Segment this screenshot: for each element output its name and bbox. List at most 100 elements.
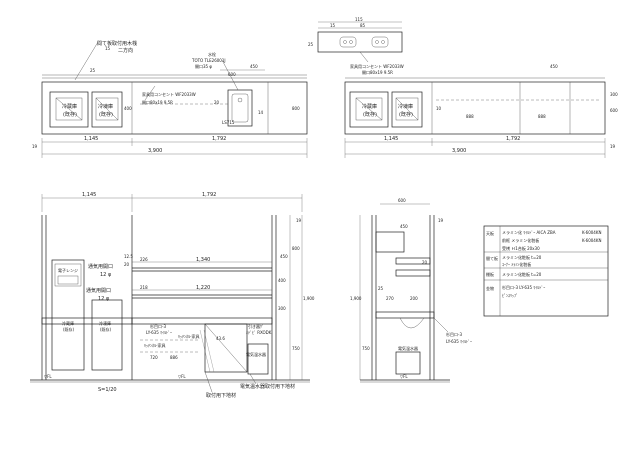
dim-15: 15 xyxy=(105,46,111,51)
dim-overall-r: 3,900 xyxy=(452,148,466,154)
dim-side-25: 25 xyxy=(378,286,384,291)
ann-base: 取付用下地材 xyxy=(206,392,236,399)
dim-front-1792: 1,792 xyxy=(202,192,216,198)
ann-panel-side-sub: LY-635 ﾏｲﾙﾄﾞｰ xyxy=(446,339,472,344)
ann-frame: 間て板取付用木桟 xyxy=(97,40,137,47)
ann-outlet: 家具用コンセント WF2033W xyxy=(142,91,196,97)
dim-overall: 3,900 xyxy=(148,148,162,154)
dim-886: 886 xyxy=(170,355,178,360)
ann-vent2-sub: 12 φ xyxy=(98,296,110,302)
ann-opening: 開口80x19 9.5R xyxy=(142,99,173,105)
spec-table: 天板 メラミン化 ﾏｲﾙﾄﾞｰ AICA ZBA K-6004KN 前框 メラミ… xyxy=(483,225,609,317)
side-elevation: 600 450 1,900 750 270 200 25 20 19 電気温水器… xyxy=(350,198,472,383)
ann-vent1: 通気用開口 xyxy=(88,263,113,270)
label-freezer-sub-r: (既存) xyxy=(399,111,413,118)
label-heater-side: 電気温水器 xyxy=(398,345,418,351)
spec-line-0-1: 前框 メラミン化粧板 xyxy=(502,237,539,243)
ann-panel-side: 杉目ロ-3 xyxy=(446,331,462,337)
outlet-detail: 115 15 85 25 家具用コンセント WF2033W 開口80x19 9.… xyxy=(308,17,404,75)
dim-15-detail: 15 xyxy=(330,23,336,28)
dim-888a: 888 xyxy=(466,114,474,119)
ann-faucet-model: TOTO TLE26001J xyxy=(191,58,226,63)
spec-line-2-0: メラミン化粧板 t=20 xyxy=(502,271,542,277)
dim-front-300: 300 xyxy=(278,306,286,311)
front-elevation: 1,145 1,792 電子レンジ 冷蔵庫 (既存) 冷凍庫 (既存) 電気温水… xyxy=(30,192,315,399)
ann-frame-sub: 二方向 xyxy=(118,47,133,54)
dim-side-20: 20 xyxy=(422,260,428,265)
spec-part-2: 棚板 xyxy=(486,271,494,277)
label-scale: S=1/20 xyxy=(98,387,117,393)
spec-code-0-1: K-6004KN xyxy=(582,238,601,243)
label-fridge-sub: (既存) xyxy=(63,111,77,118)
label-heater-front: 電気温水器 xyxy=(246,351,266,357)
ann-flush-sub: ﾒﾃﾞﾋﾞ RXODK xyxy=(246,329,272,335)
label-microwave: 電子レンジ xyxy=(58,267,78,273)
ann-panel-front-sub: LY-635 ﾏｲﾙﾄﾞｰ xyxy=(146,330,172,335)
spec-part-1: 間て板 xyxy=(486,255,498,261)
dim-300-r: 300 xyxy=(610,92,618,97)
dim-side-750: 750 xyxy=(362,346,370,351)
dim-19: 19 xyxy=(32,144,38,149)
dim-25-detail: 25 xyxy=(308,42,314,47)
dim-85: 85 xyxy=(360,23,366,28)
dim-1145-r: 1,145 xyxy=(384,136,398,142)
dim-side-600: 600 xyxy=(398,198,406,203)
dim-front-20: 20 xyxy=(124,262,130,267)
dim-side-1900: 1,900 xyxy=(350,296,362,301)
dim-1145: 1,145 xyxy=(84,136,98,142)
dim-front-750: 750 xyxy=(292,346,300,351)
dim-125: 12.5 xyxy=(124,254,133,259)
dim-600-r: 600 xyxy=(610,108,618,113)
label-freezer-sub-front: (既存) xyxy=(100,326,112,332)
dim-400: 400 xyxy=(124,106,132,111)
dim-25: 25 xyxy=(90,68,96,73)
dim-front-800: 800 xyxy=(292,246,300,251)
ann-faucet-sub: 開口35 φ xyxy=(195,63,212,69)
dim-side-200: 200 xyxy=(410,296,418,301)
ann-vent2: 通気用開口 xyxy=(86,287,111,294)
label-freezer-r: 冷凍庫 xyxy=(398,103,413,110)
ann-kitchen: ｷｯﾁﾝﾈﾙ-家具 xyxy=(144,342,165,348)
ann-outlet-detail-sub: 開口80x19 9.5R xyxy=(362,69,393,75)
spec-line-1-1: ｺｰﾅｰ ﾒﾗﾐﾝ化粧板 xyxy=(502,261,531,267)
dim-600: 600 xyxy=(228,72,236,77)
label-fl-front1: ▽FL xyxy=(44,374,52,379)
dim-side-270: 270 xyxy=(386,296,394,301)
dim-10-r: 10 xyxy=(436,106,442,111)
ann-outlet-detail: 家具用コンセント WF2033W xyxy=(350,63,404,69)
label-14: 14 xyxy=(258,110,264,115)
dim-1220: 1,220 xyxy=(196,285,210,291)
dim-19-r: 19 xyxy=(610,144,616,149)
spec-part-3: 金物 xyxy=(486,285,494,291)
dim-front-450: 450 xyxy=(280,254,288,259)
spec-line-0-2: 受桟 Ｈ1合板 20x30 xyxy=(502,245,540,251)
dim-1340: 1,340 xyxy=(196,257,210,263)
label-fridge-sub-r: (既存) xyxy=(363,111,377,118)
dim-front-19: 19 xyxy=(296,218,302,223)
label-freezer-sub: (既存) xyxy=(99,111,113,118)
dim-front-1900: 1,900 xyxy=(303,296,315,301)
plan-view-right: 1,145 1,792 3,900 450 300 600 888 888 10… xyxy=(344,64,618,158)
dim-side-19: 19 xyxy=(438,218,444,223)
plan-view-left: 1,145 1,792 3,900 19 25 450 15 400 800 6… xyxy=(32,40,308,158)
dim-450-r: 450 xyxy=(550,64,558,69)
dim-226: 226 xyxy=(140,257,148,262)
dim-436: 43.6 xyxy=(216,336,225,341)
spec-line-3-0: 杉目ロ-3 LY-635 ﾏｲﾙﾄﾞｰ xyxy=(502,284,545,290)
dim-front-400: 400 xyxy=(278,278,286,283)
spec-code-0-0: K-6004KN xyxy=(582,230,601,235)
label-fridge-sub-front: (既存) xyxy=(63,326,75,332)
dim-450: 450 xyxy=(250,64,258,69)
spec-line-1-0: メラミン化粧板 t=20 xyxy=(502,254,542,260)
ann-faucet: 水栓 xyxy=(208,51,216,57)
label-fridge-front: 冷蔵庫 xyxy=(62,320,74,326)
dim-side-450: 450 xyxy=(400,224,408,229)
spec-line-3-1: ﾋﾟﾝｽﾘｯﾌﾟ xyxy=(502,292,518,298)
ann-vent1-sub: 12 φ xyxy=(100,272,112,278)
label-20: 20 xyxy=(214,100,220,105)
label-fl-side: ▽FL xyxy=(400,374,408,379)
ann-kitchen2: ｷｯﾁﾝﾈﾙ-家具 xyxy=(178,333,199,339)
ann-panel-front: 杉目ロ-3 xyxy=(150,323,166,329)
ann-base2: 電気温水器取付用下地材 xyxy=(240,383,295,390)
